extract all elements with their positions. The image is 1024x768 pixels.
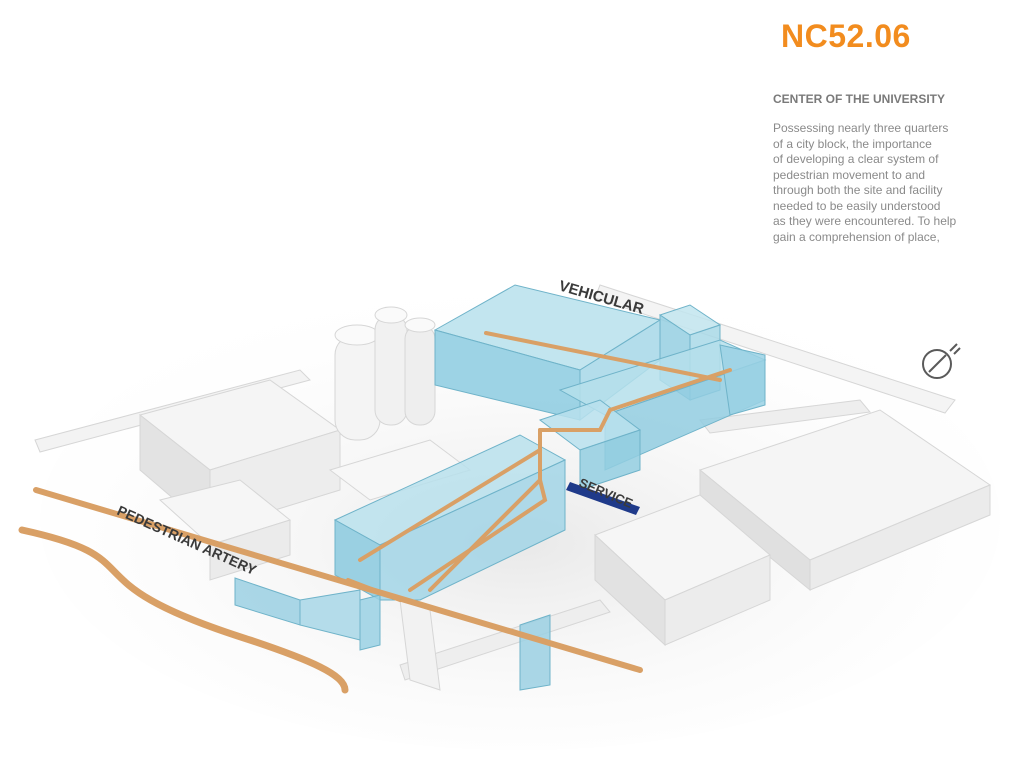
- description-line: needed to be easily understood: [773, 198, 941, 213]
- description-line: through both the site and facility: [773, 183, 943, 197]
- facility-massing: [234, 284, 767, 691]
- description-line: pedestrian movement to and: [773, 167, 926, 182]
- project-code-title: NC52.06: [781, 18, 911, 54]
- description-line: as they were encountered. To help: [773, 214, 957, 228]
- service-bar: [566, 482, 640, 515]
- section-subheading: CENTER OF THE UNIVERSITY: [773, 92, 946, 106]
- description-line: Possessing nearly three quarters: [773, 121, 949, 135]
- description-line: of developing a clear system of: [773, 152, 939, 166]
- description-line: of a city block, the importance: [773, 136, 932, 151]
- compass-icon: [922, 343, 961, 379]
- circulation-paths: [18, 331, 732, 694]
- description-line: gain a comprehension of place,: [773, 229, 940, 244]
- description-text: Possessing nearly three quarters of a ci…: [773, 121, 988, 245]
